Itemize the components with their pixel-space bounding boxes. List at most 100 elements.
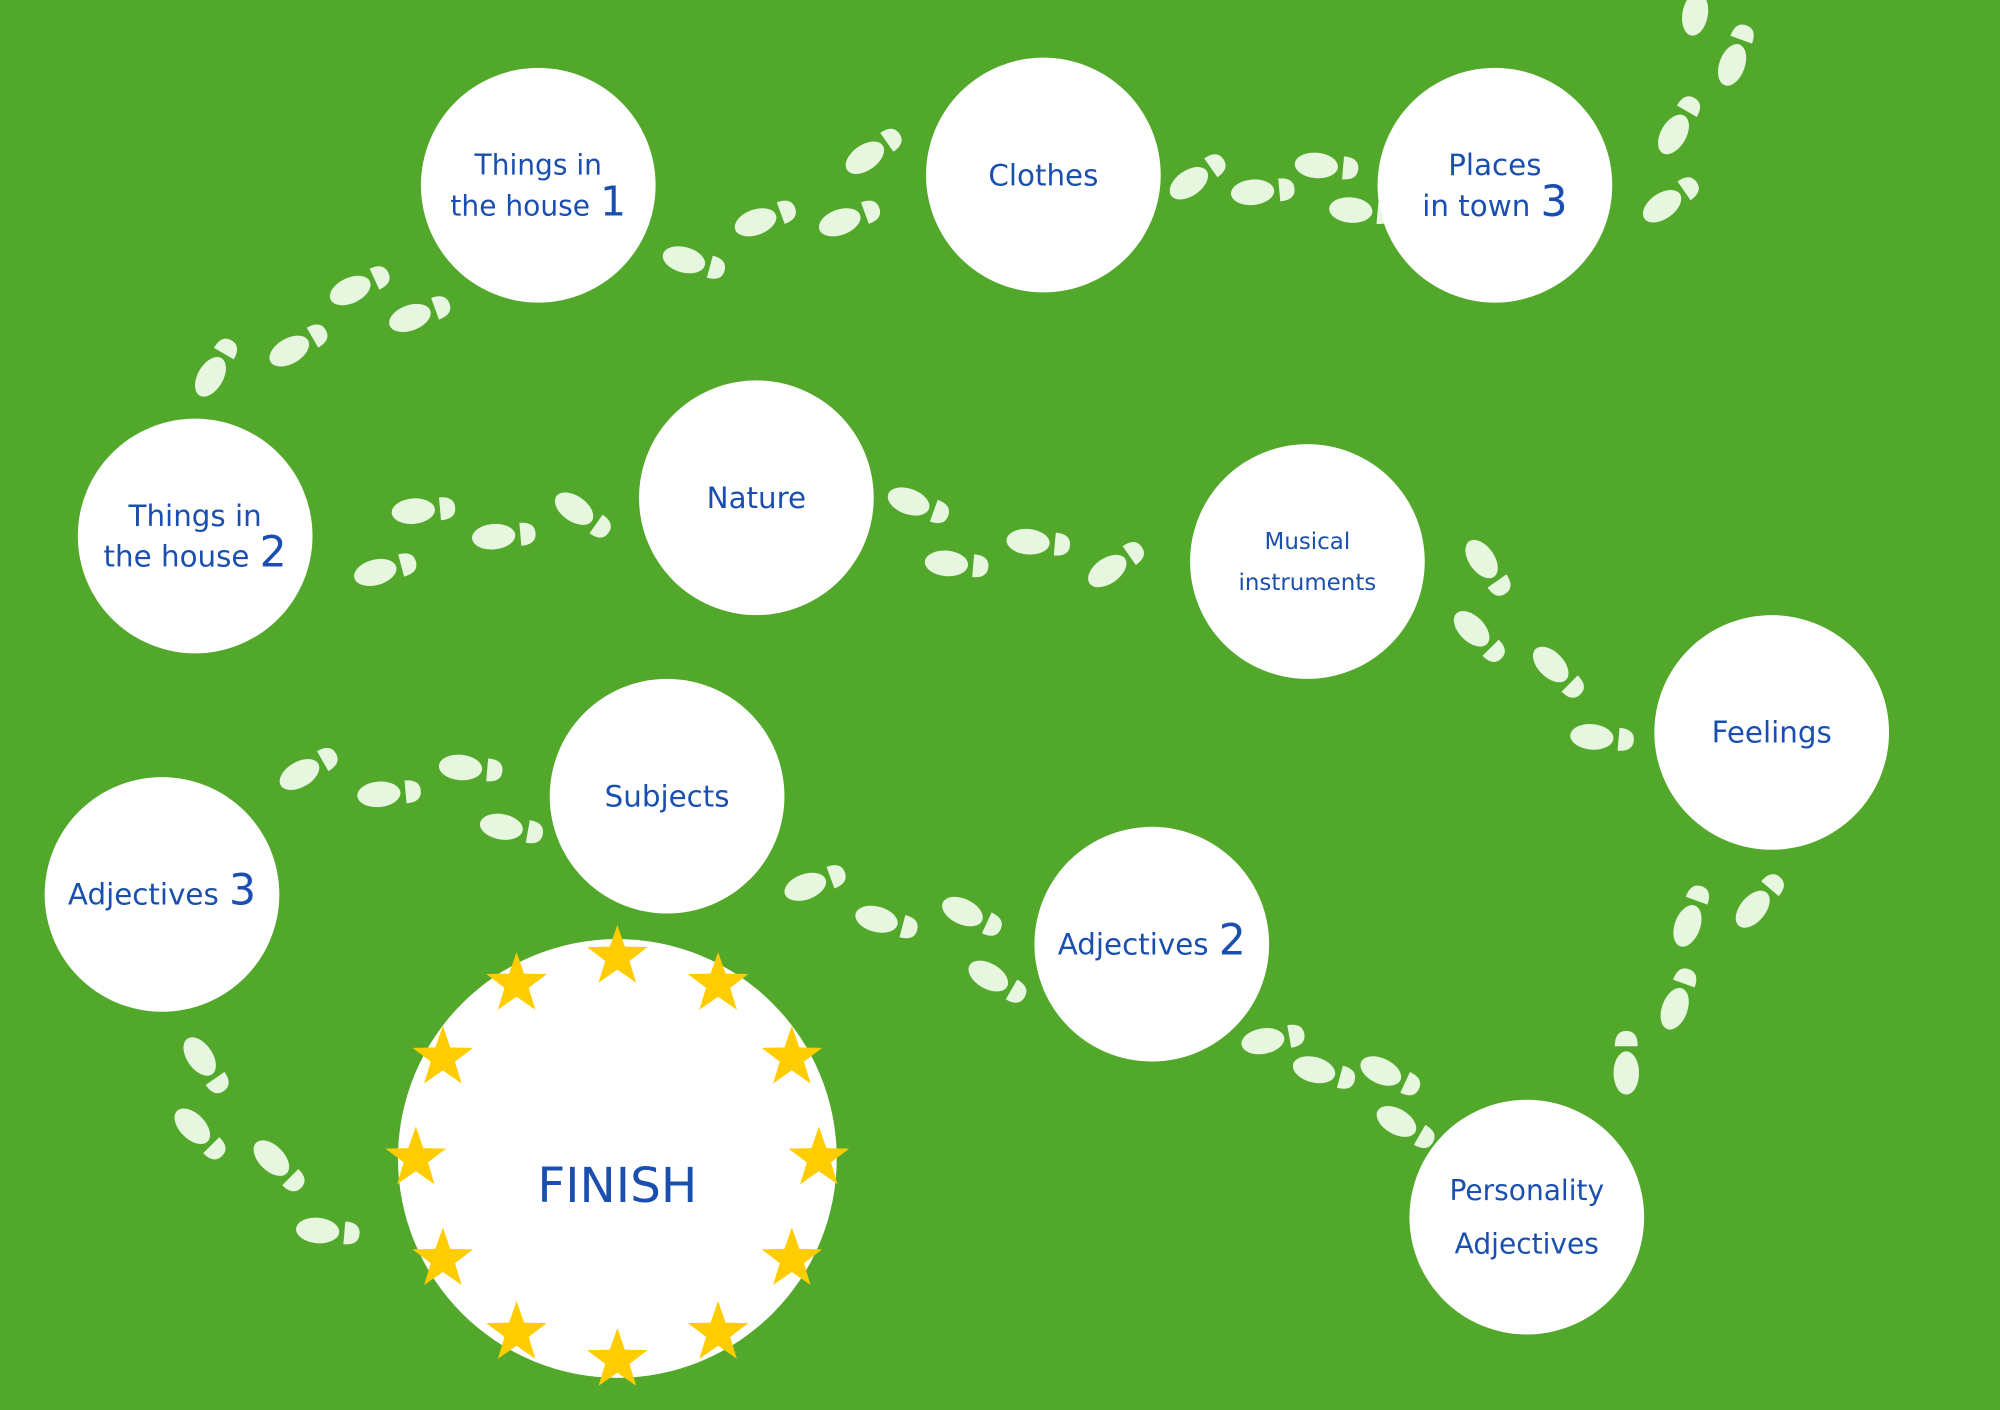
- footprint-icon: [1453, 611, 1505, 662]
- footprint-icon: [1376, 1105, 1435, 1149]
- star-icon: [412, 1025, 474, 1084]
- footprint-icon: [1465, 539, 1511, 596]
- footprint-icon: [1613, 1030, 1640, 1095]
- space-circle: [1377, 67, 1613, 303]
- footprint-icon: [479, 813, 544, 844]
- star-icon: [687, 952, 749, 1010]
- space-feelings[interactable]: Feelings: [1654, 615, 1890, 850]
- footprint-icon: [1532, 646, 1584, 698]
- star-icon: [586, 925, 648, 983]
- footprint-icon: [968, 960, 1027, 1003]
- footprint-icon: [1570, 724, 1634, 751]
- space-number: 3: [1541, 178, 1568, 227]
- footprint-icon: [845, 128, 902, 174]
- star-icon: [788, 1126, 850, 1185]
- footprint-icon: [942, 896, 1002, 936]
- space-number: 2: [1219, 916, 1246, 965]
- space-label: Subjects: [605, 779, 730, 813]
- star-icon: [412, 1227, 474, 1285]
- footprint-icon: [784, 865, 846, 901]
- space-number: 3: [229, 867, 256, 916]
- footprint-icon: [472, 522, 536, 550]
- footprint-icon: [887, 487, 949, 524]
- footprint-icon: [1360, 1056, 1421, 1096]
- finish-circle: [397, 939, 837, 1378]
- space-circle: [1409, 1099, 1645, 1335]
- footprint-icon: [924, 550, 989, 578]
- footprint-icon: [279, 747, 338, 790]
- space-circle: [549, 678, 785, 914]
- footprint-icon: [174, 1108, 226, 1160]
- footprint-icon: [296, 1217, 360, 1245]
- space-circle: [77, 418, 313, 654]
- space-circle: [1190, 444, 1425, 679]
- footprint-icon: [269, 324, 328, 367]
- star-icon: [486, 952, 547, 1010]
- footprint-icon: [1230, 178, 1295, 206]
- footprint-icon: [1681, 0, 1709, 36]
- space-number: 1: [600, 177, 626, 225]
- footprint-icon: [438, 754, 503, 782]
- space-subjects[interactable]: Subjects: [549, 678, 785, 914]
- space-label: Things in: [474, 149, 602, 182]
- footprint-icon: [1642, 177, 1699, 223]
- footprint-icon: [818, 200, 881, 237]
- footprint-icon: [1673, 885, 1710, 947]
- space-label: Places: [1448, 148, 1541, 182]
- space-label: Clothes: [988, 158, 1098, 192]
- footprint-icon: [1169, 154, 1226, 200]
- space-clothes[interactable]: Clothes: [926, 57, 1161, 293]
- space-label: Musical: [1265, 529, 1351, 555]
- footprint-icon: [1241, 1024, 1305, 1055]
- space-circle: [1654, 615, 1890, 850]
- space-label: instruments: [1239, 570, 1377, 596]
- space-circle: [926, 57, 1161, 293]
- space-label: Things in: [128, 499, 262, 533]
- space-nature[interactable]: Nature: [639, 380, 874, 616]
- footprint-icon: [855, 905, 918, 939]
- space-circle: [44, 777, 280, 1012]
- footprint-icon: [1657, 96, 1701, 155]
- finish-space[interactable]: FINISH: [385, 925, 850, 1386]
- space-label: Personality: [1449, 1174, 1604, 1207]
- star-icon: [761, 1227, 823, 1285]
- star-icon: [385, 1126, 447, 1185]
- footprint-icon: [183, 1037, 229, 1094]
- space-circle: [639, 380, 874, 616]
- footprint-icon: [389, 296, 451, 333]
- footprint-icon: [1006, 528, 1071, 556]
- star-icon: [687, 1301, 749, 1359]
- star-icon: [586, 1328, 648, 1386]
- star-icon: [761, 1025, 823, 1084]
- space-circle: [1034, 826, 1270, 1062]
- footprint-icon: [357, 780, 421, 808]
- footprint-icon: [1294, 152, 1359, 180]
- space-label: Feelings: [1712, 716, 1832, 750]
- footprint-path: [174, 0, 1784, 1245]
- space-label: Nature: [707, 481, 806, 515]
- space-circle: [420, 67, 656, 303]
- space-number: 2: [260, 529, 287, 578]
- footprint-icon: [194, 338, 238, 397]
- footprint-icon: [1717, 24, 1754, 86]
- star-icon: [486, 1301, 547, 1359]
- footprint-icon: [1660, 968, 1697, 1030]
- footprint-icon: [329, 266, 390, 306]
- footprint-icon: [1088, 541, 1144, 588]
- finish-label: FINISH: [537, 1158, 697, 1214]
- footprint-icon: [1292, 1056, 1356, 1089]
- footprint-icon: [253, 1140, 305, 1192]
- footprint-icon: [1735, 874, 1784, 928]
- space-label: Adjectives: [1455, 1228, 1599, 1261]
- footprint-icon: [662, 246, 726, 279]
- footprint-icon: [391, 497, 456, 524]
- footprint-icon: [554, 492, 611, 538]
- space-musical-instruments[interactable]: Musical instruments: [1190, 444, 1425, 679]
